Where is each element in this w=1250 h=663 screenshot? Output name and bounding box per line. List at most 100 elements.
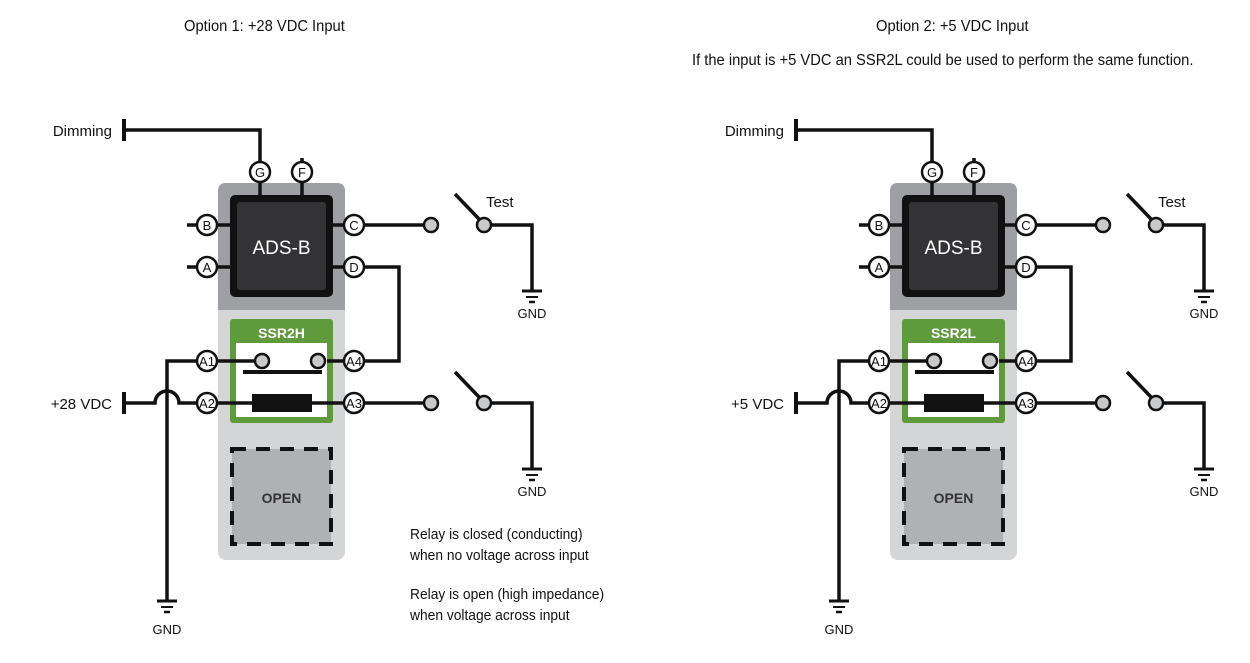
input-voltage-label: +28 VDC	[51, 396, 112, 413]
ads-b-label: ADS-B	[252, 238, 310, 259]
pin-b: B	[867, 213, 891, 237]
pin-c: C	[1014, 213, 1038, 237]
relay-contact-right	[309, 352, 327, 370]
pin-a-circle	[195, 255, 219, 279]
option2-subtitle: If the input is +5 VDC an SSR2L could be…	[692, 52, 1194, 69]
pin-a4-label: A4	[346, 354, 362, 369]
relay-open-line1: Relay is open (high impedance)	[410, 586, 605, 603]
pin-c-label: C	[1021, 218, 1030, 233]
pin-c: C	[342, 213, 366, 237]
pin-b-label: B	[875, 218, 884, 233]
pin-a3-label: A3	[1018, 396, 1034, 411]
pin-f-circle	[290, 160, 314, 184]
pin-a1-label: A1	[871, 354, 887, 369]
test-switch-terminal	[422, 216, 440, 234]
pin-d-label: D	[349, 260, 358, 275]
switch2-terminal	[1094, 394, 1112, 412]
pin-a1-circle	[867, 349, 891, 373]
pin-d-circle	[1014, 255, 1038, 279]
test-switch-gnd-wire	[1163, 223, 1206, 290]
input-wire	[796, 389, 869, 405]
pin-g-label: G	[255, 165, 265, 180]
relay-label: SSR2H	[258, 325, 305, 341]
pin-d: D	[1014, 255, 1038, 279]
pin-a1: A1	[867, 349, 891, 373]
relay-closed-note: Relay is closed (conducting) when no vol…	[410, 524, 589, 566]
open-slot-label: OPEN	[262, 490, 302, 506]
input-wire	[124, 389, 197, 405]
pin-f-label: F	[970, 165, 978, 180]
gnd-label-switch2: GND	[518, 484, 547, 499]
d-to-a4-wire	[1036, 265, 1073, 363]
relay-coil	[252, 394, 312, 412]
option2-title: Option 2: +5 VDC Input	[876, 18, 1029, 35]
switch2-gnd-wire	[1163, 401, 1206, 468]
pin-a2-label: A2	[199, 396, 215, 411]
option1-title: Option 1: +28 VDC Input	[184, 18, 345, 35]
switch2-lever	[1125, 370, 1153, 399]
pin-a2: A2	[195, 391, 219, 415]
ads-b-label: ADS-B	[924, 238, 982, 259]
a1-to-gnd-wire	[837, 359, 869, 600]
relay-closed-line1: Relay is closed (conducting)	[410, 526, 583, 543]
test-switch-pivot	[475, 216, 493, 234]
pin-a1: A1	[195, 349, 219, 373]
pin-a2-label: A2	[871, 396, 887, 411]
pin-f: F	[290, 160, 314, 184]
relay-coil	[924, 394, 984, 412]
test-switch-lever	[1125, 192, 1153, 221]
pin-a4: A4	[342, 349, 366, 373]
pin-b-circle	[195, 213, 219, 237]
test-switch-terminal	[1094, 216, 1112, 234]
pin-a4-circle	[342, 349, 366, 373]
a1-to-gnd-wire	[165, 359, 197, 600]
dimming-label: Dimming	[53, 123, 112, 140]
pin-b-label: B	[203, 218, 212, 233]
relay-contact-left	[253, 352, 271, 370]
pin-a3-circle	[342, 391, 366, 415]
pin-g-label: G	[927, 165, 937, 180]
gnd-label-test: GND	[1190, 306, 1219, 321]
relay-open-note: Relay is open (high impedance) when volt…	[410, 584, 604, 626]
pin-f-label: F	[298, 165, 306, 180]
pin-a-label: A	[875, 260, 884, 275]
pin-g: G	[248, 160, 272, 184]
pin-a3: A3	[342, 391, 366, 415]
switch2-pivot	[475, 394, 493, 412]
test-label: Test	[486, 194, 514, 211]
pin-a1-circle	[195, 349, 219, 373]
pin-b-circle	[867, 213, 891, 237]
switch2-terminal	[422, 394, 440, 412]
switch2-lever	[453, 370, 481, 399]
gnd-label-a1: GND	[153, 622, 182, 637]
relay-contact-left	[925, 352, 943, 370]
pin-a3: A3	[1014, 391, 1038, 415]
pin-g-circle	[920, 160, 944, 184]
test-label: Test	[1158, 194, 1186, 211]
pin-f-circle	[962, 160, 986, 184]
test-switch-lever	[453, 192, 481, 221]
gnd-label-switch2: GND	[1190, 484, 1219, 499]
pin-b: B	[195, 213, 219, 237]
pin-g: G	[920, 160, 944, 184]
gnd-symbol-a1	[157, 599, 177, 614]
ads-b-box	[237, 202, 326, 290]
pin-g-circle	[248, 160, 272, 184]
pin-a-circle	[867, 255, 891, 279]
pin-a1-label: A1	[199, 354, 215, 369]
pin-a3-circle	[1014, 391, 1038, 415]
gnd-symbol-switch2	[522, 467, 542, 482]
relay-label: SSR2L	[931, 325, 977, 341]
gnd-label-a1: GND	[825, 622, 854, 637]
pin-c-label: C	[349, 218, 358, 233]
pin-a4: A4	[1014, 349, 1038, 373]
open-slot	[230, 447, 333, 546]
test-switch-pivot	[1147, 216, 1165, 234]
pin-a4-circle	[1014, 349, 1038, 373]
gnd-symbol-test	[522, 289, 542, 304]
pin-a4-label: A4	[1018, 354, 1034, 369]
gnd-label-test: GND	[518, 306, 547, 321]
